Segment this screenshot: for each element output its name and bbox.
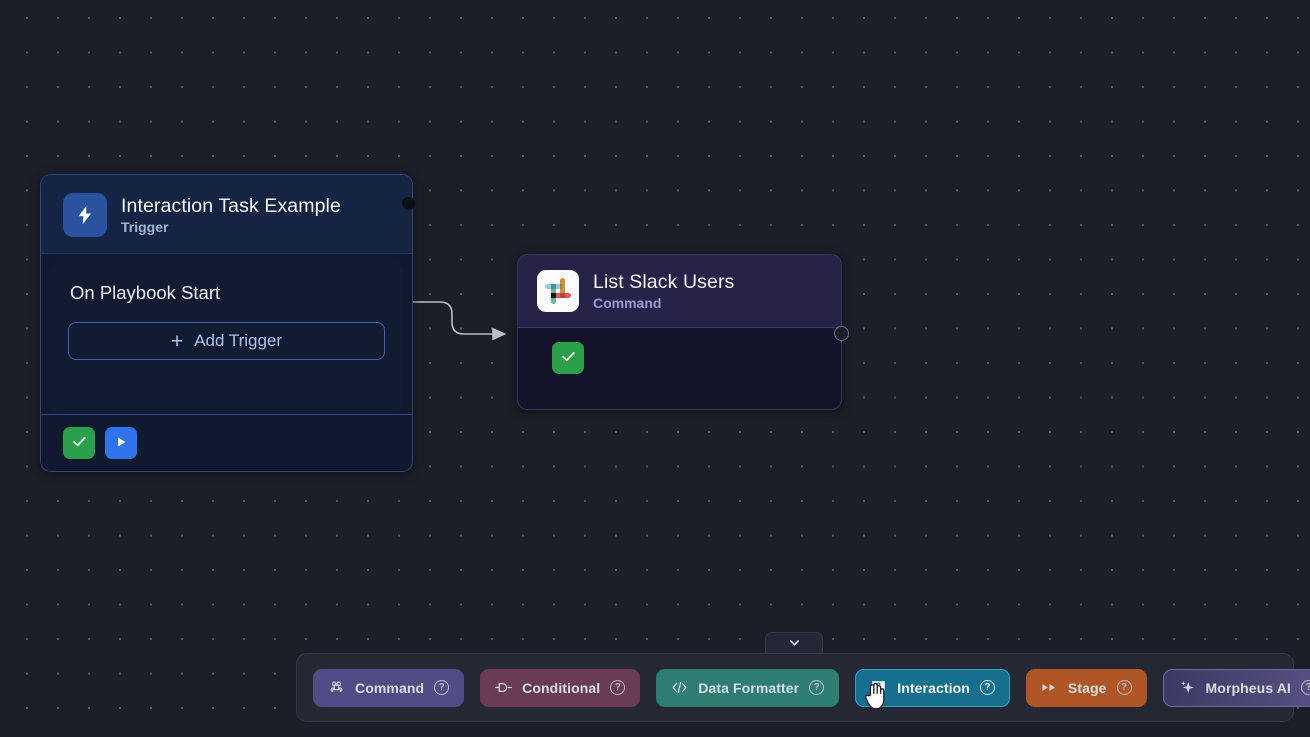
trigger-node-footer (41, 414, 412, 471)
sparkle-icon (1179, 678, 1196, 697)
node-command-list-slack-users[interactable]: List Slack Users Command (517, 254, 849, 410)
trigger-node-subtitle: Trigger (121, 219, 169, 236)
palette-label-stage: Stage (1067, 679, 1107, 696)
plus-icon: + (170, 329, 184, 353)
trigger-node-header[interactable]: Interaction Task Example Trigger (41, 175, 412, 254)
chevron-down-icon (787, 635, 802, 655)
help-icon[interactable]: ? (434, 680, 450, 695)
palette-button-conditional[interactable]: Conditional ? (480, 668, 641, 707)
node-trigger[interactable]: Interaction Task Example Trigger On Play… (40, 174, 415, 472)
trigger-validate-button[interactable] (63, 427, 95, 459)
question-bubble-icon: ? (870, 679, 887, 696)
logic-gate-icon (495, 681, 513, 694)
play-icon (113, 434, 129, 453)
palette-label-interaction: Interaction (897, 679, 970, 696)
command-key-icon (328, 680, 345, 695)
svg-text:?: ? (876, 682, 881, 691)
command-output-handle[interactable] (834, 326, 849, 341)
fast-forward-icon (1041, 682, 1058, 693)
node-palette-toolbar[interactable]: Command ? Conditional ? Data Formatter ? (296, 653, 1310, 722)
trigger-output-handle[interactable] (402, 197, 415, 210)
slack-logo-icon (537, 270, 579, 312)
command-node-subtitle: Command (593, 295, 662, 312)
help-icon[interactable]: ? (1300, 680, 1310, 695)
help-icon[interactable]: ? (610, 680, 626, 695)
add-trigger-label: Add Trigger (194, 331, 283, 351)
palette-label-conditional: Conditional (522, 679, 601, 696)
trigger-node-body: On Playbook Start + Add Trigger (50, 262, 403, 414)
palette-label-command: Command (355, 679, 425, 696)
help-icon[interactable]: ? (809, 680, 825, 695)
palette-button-data-formatter[interactable]: Data Formatter ? (656, 668, 840, 707)
palette-button-morpheus-ai[interactable]: Morpheus AI ? (1162, 668, 1310, 707)
code-brackets-icon (671, 680, 688, 695)
command-node-body (518, 328, 841, 409)
palette-button-interaction[interactable]: ? Interaction ? (855, 668, 1010, 707)
palette-button-stage[interactable]: Stage ? (1025, 668, 1147, 707)
help-icon[interactable]: ? (1116, 680, 1132, 695)
check-icon (71, 433, 88, 453)
lightning-bolt-icon (63, 193, 107, 237)
command-validate-button[interactable] (552, 342, 584, 374)
check-icon (560, 348, 577, 368)
command-node-title: List Slack Users (593, 270, 735, 293)
help-icon[interactable]: ? (979, 680, 995, 695)
trigger-node-title: Interaction Task Example (121, 194, 341, 217)
toolbar-collapse-tab[interactable] (765, 632, 823, 656)
trigger-condition-label: On Playbook Start (70, 282, 221, 303)
trigger-run-button[interactable] (105, 427, 137, 459)
palette-label-data-formatter: Data Formatter (698, 679, 800, 696)
palette-label-morpheus-ai: Morpheus AI (1205, 679, 1291, 696)
add-trigger-button[interactable]: + Add Trigger (68, 322, 385, 361)
palette-button-command[interactable]: Command ? (313, 668, 465, 707)
command-node-header[interactable]: List Slack Users Command (518, 255, 841, 328)
